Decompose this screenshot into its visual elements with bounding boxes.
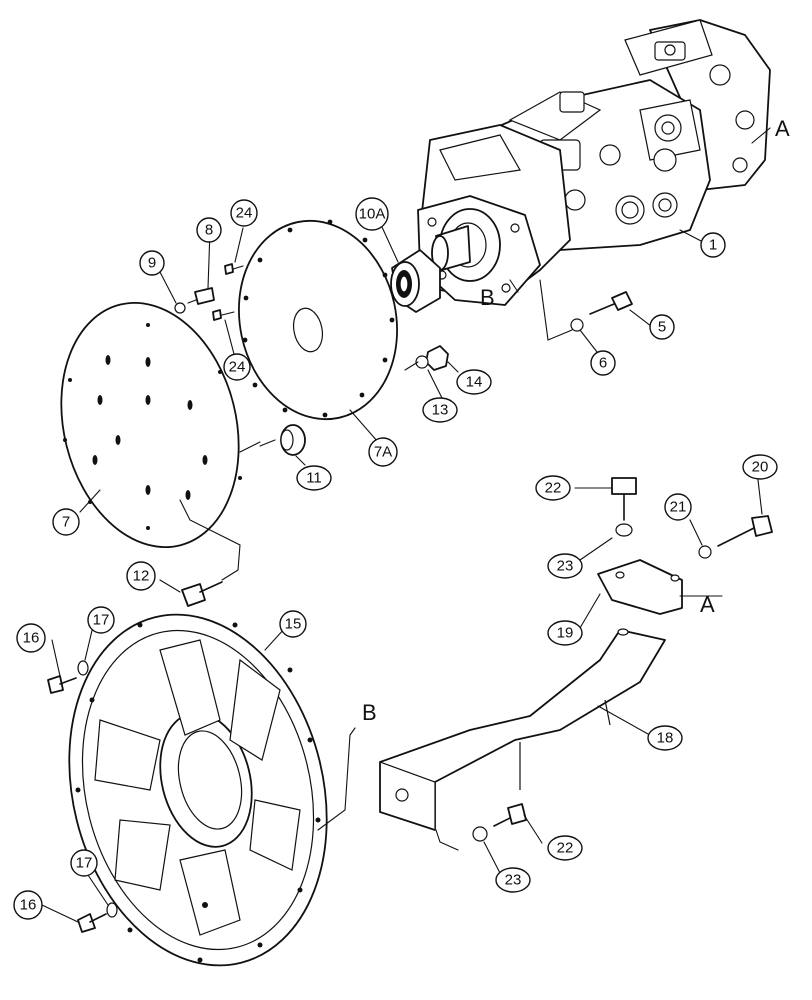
letter-a-pump: A xyxy=(775,116,790,141)
svg-text:24: 24 xyxy=(229,359,246,376)
svg-text:13: 13 xyxy=(432,402,449,419)
coupling-hub xyxy=(390,249,441,313)
letter-a-bracket: A xyxy=(700,592,715,617)
callout-18: 18 xyxy=(647,725,683,751)
svg-text:22: 22 xyxy=(545,480,562,497)
svg-text:18: 18 xyxy=(657,730,674,747)
svg-text:16: 16 xyxy=(20,897,37,914)
svg-text:11: 11 xyxy=(306,470,322,487)
svg-text:7: 7 xyxy=(62,514,70,531)
svg-text:21: 21 xyxy=(670,499,687,516)
svg-text:5: 5 xyxy=(658,319,666,336)
callout-6: 6 xyxy=(590,350,616,376)
svg-text:1: 1 xyxy=(709,237,717,254)
svg-text:15: 15 xyxy=(285,616,302,633)
svg-text:23: 23 xyxy=(505,872,522,889)
callout-10a: 10A xyxy=(355,197,389,231)
svg-text:19: 19 xyxy=(557,625,574,642)
callout-19: 19 xyxy=(547,620,583,646)
svg-text:24: 24 xyxy=(236,205,253,222)
inner-drive-plate xyxy=(238,219,398,421)
callout-7a: 7A xyxy=(368,437,398,467)
svg-text:10A: 10A xyxy=(359,206,386,223)
callout-23-bottom: 23 xyxy=(495,867,531,893)
flywheel-housing xyxy=(68,613,328,967)
svg-text:7A: 7A xyxy=(374,444,392,461)
callout-9: 9 xyxy=(139,250,165,276)
callout-16-top: 16 xyxy=(16,623,46,653)
pump-support xyxy=(379,559,683,831)
svg-text:12: 12 xyxy=(133,568,150,585)
callout-11: 11 xyxy=(296,465,332,491)
callout-16-bottom: 16 xyxy=(13,890,43,920)
callout-14: 14 xyxy=(456,369,492,395)
letter-b-flange: B xyxy=(362,700,377,725)
callout-20: 20 xyxy=(742,454,778,480)
svg-text:17: 17 xyxy=(76,855,93,872)
flex-plate xyxy=(60,301,242,549)
callout-22-bottom: 22 xyxy=(547,835,583,861)
callout-24-bottom: 24 xyxy=(223,353,251,381)
hardware xyxy=(47,263,773,933)
callout-17-bottom: 17 xyxy=(70,849,98,877)
reference-letters: A B A B xyxy=(362,116,790,725)
letter-b-pump: B xyxy=(480,285,495,310)
callout-23-top: 23 xyxy=(547,553,583,579)
callout-17-top: 17 xyxy=(87,606,115,634)
svg-text:23: 23 xyxy=(557,558,574,575)
callout-22-top: 22 xyxy=(535,475,571,501)
svg-text:9: 9 xyxy=(148,255,156,272)
callout-8: 8 xyxy=(196,217,222,243)
svg-text:8: 8 xyxy=(205,222,213,239)
svg-text:16: 16 xyxy=(23,630,40,647)
callout-12: 12 xyxy=(126,561,156,591)
callout-21: 21 xyxy=(664,493,692,521)
svg-text:22: 22 xyxy=(557,840,574,857)
svg-text:14: 14 xyxy=(466,374,483,391)
callout-1: 1 xyxy=(700,232,726,258)
callout-5: 5 xyxy=(649,314,675,340)
callout-13: 13 xyxy=(422,397,458,423)
svg-text:20: 20 xyxy=(752,459,769,476)
svg-text:6: 6 xyxy=(599,355,607,372)
callout-24-top: 24 xyxy=(230,199,258,227)
callout-7: 7 xyxy=(52,508,80,536)
svg-text:17: 17 xyxy=(93,612,110,629)
callout-15: 15 xyxy=(279,610,307,638)
hydrostatic-pump-assembly xyxy=(417,19,771,306)
